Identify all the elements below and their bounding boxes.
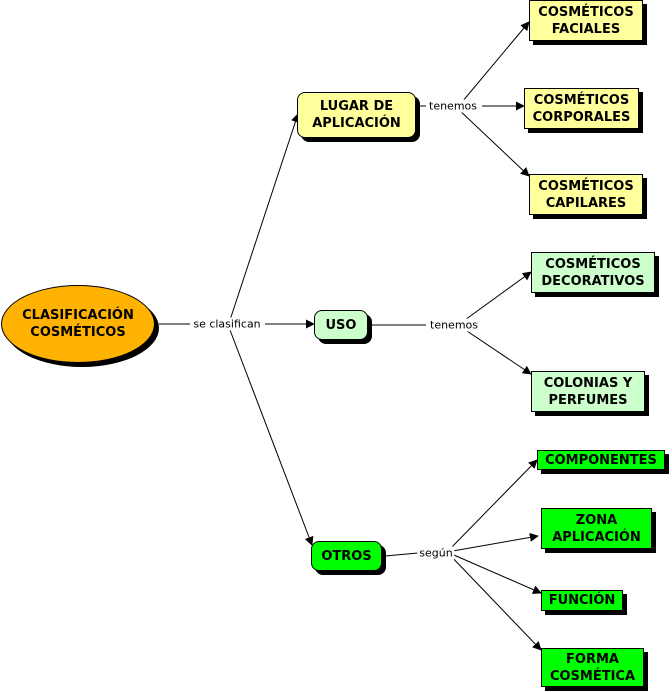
otros-links	[384, 459, 542, 651]
uso-node-label: USO	[325, 317, 357, 333]
uso-node: USO	[314, 310, 368, 340]
cosmeticos-corporales-label: COSMÉTICOS CORPORALES	[532, 92, 631, 125]
cosmeticos-faciales-node: COSMÉTICOS FACIALES	[529, 0, 643, 41]
root-node-label: CLASIFICACIÓN COSMÉTICOS	[22, 308, 134, 340]
link-label-lugar-tenemos: tenemos	[427, 99, 479, 113]
root-links	[159, 113, 315, 546]
componentes-node: COMPONENTES	[537, 450, 665, 470]
root-node: CLASIFICACIÓN COSMÉTICOS	[1, 285, 155, 363]
zona-aplicacion-node: ZONA APLICACIÓN	[541, 508, 652, 549]
otros-node: OTROS	[311, 541, 382, 571]
uso-links	[368, 271, 532, 375]
forma-cosmetica-label: FORMA COSMÉTICA	[549, 651, 636, 684]
link-label-se-clasifican: se clasifican	[191, 317, 263, 331]
colonias-perfumes-label: COLONIAS Y PERFUMES	[543, 375, 633, 408]
link-label-uso-tenemos: tenemos	[428, 318, 480, 332]
otros-node-label: OTROS	[321, 548, 372, 564]
lugar-links	[416, 21, 530, 177]
cosmeticos-capilares-node: COSMÉTICOS CAPILARES	[529, 174, 643, 215]
funcion-node: FUNCIÓN	[541, 590, 623, 611]
cosmeticos-faciales-label: COSMÉTICOS FACIALES	[538, 4, 634, 37]
cosmeticos-decorativos-label: COSMÉTICOS DECORATIVOS	[541, 256, 645, 289]
forma-cosmetica-node: FORMA COSMÉTICA	[541, 648, 644, 687]
componentes-label: COMPONENTES	[545, 452, 657, 468]
link-label-segun: según	[417, 546, 455, 560]
lugar-node: LUGAR DE APLICACIÓN	[297, 92, 416, 138]
lugar-node-label: LUGAR DE APLICACIÓN	[312, 99, 401, 131]
cosmeticos-corporales-node: COSMÉTICOS CORPORALES	[524, 88, 639, 129]
funcion-label: FUNCIÓN	[548, 593, 616, 608]
cosmeticos-capilares-label: COSMÉTICOS CAPILARES	[538, 178, 634, 211]
colonias-perfumes-node: COLONIAS Y PERFUMES	[531, 371, 645, 412]
zona-aplicacion-label: ZONA APLICACIÓN	[552, 512, 641, 545]
cosmeticos-decorativos-node: COSMÉTICOS DECORATIVOS	[531, 252, 655, 293]
